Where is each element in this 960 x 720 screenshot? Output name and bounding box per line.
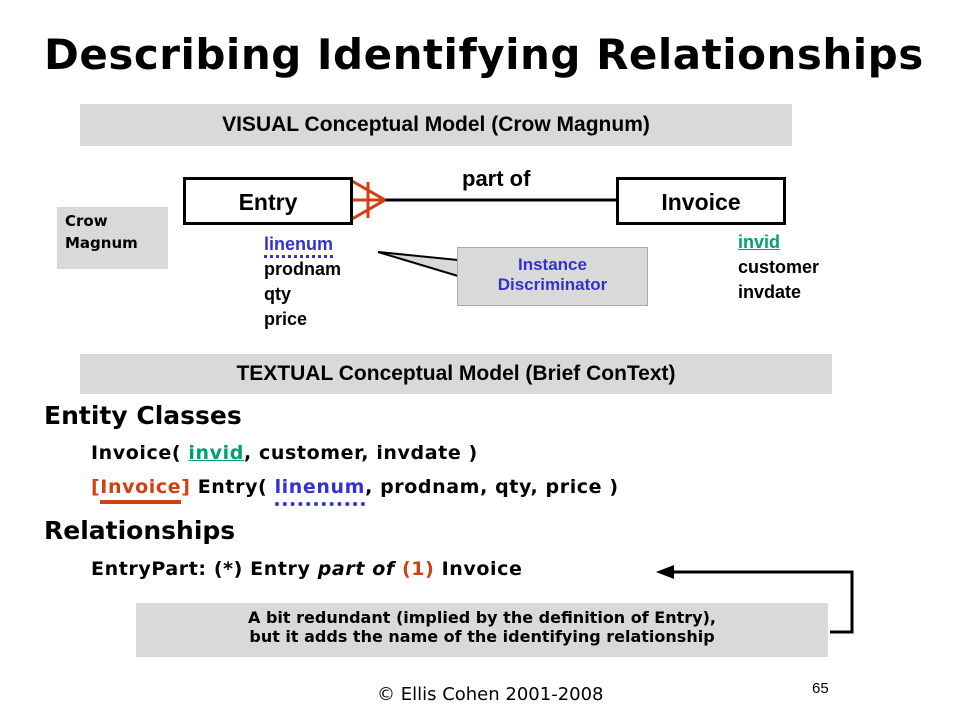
invoice-definition: Invoice( invid, customer, invdate ) <box>91 442 478 464</box>
entry-def-rest: , prodnam, qty, price ) <box>365 476 619 498</box>
entity-entry: Entry <box>183 177 353 225</box>
crow-label-line1: Crow <box>65 212 108 230</box>
entry-def-bracket-close: ] <box>181 476 191 498</box>
attr-qty: qty <box>264 284 291 304</box>
callout-line2: Discriminator <box>497 275 608 294</box>
relationships-heading: Relationships <box>44 516 236 545</box>
invoice-def-key: invid <box>188 442 244 464</box>
attr-customer: customer <box>738 257 820 277</box>
entity-invoice: Invoice <box>616 177 786 225</box>
note-line1: A bit redundant (implied by the definiti… <box>248 608 716 627</box>
crow-magnum-label: Crow Magnum <box>57 207 168 269</box>
textual-model-header: TEXTUAL Conceptual Model (Brief ConText) <box>80 354 832 394</box>
rel-def-target: Invoice <box>441 558 523 580</box>
note-arrow <box>670 570 854 634</box>
entry-def-prefix: Entry( <box>190 476 275 498</box>
attr-linenum: linenum <box>264 234 334 258</box>
rel-def-part-of: part of <box>317 558 395 580</box>
invoice-def-prefix: Invoice( <box>91 442 189 464</box>
attr-invid: invid <box>738 232 781 252</box>
arrowhead-icon <box>656 565 674 579</box>
copyright-footer: © Ellis Cohen 2001-2008 <box>377 684 604 705</box>
page-number: 65 <box>812 680 829 697</box>
callout-pointer <box>377 251 459 278</box>
rel-def-prefix: EntryPart: (*) Entry <box>91 558 318 580</box>
instance-discriminator-callout: Instance Discriminator <box>457 247 648 306</box>
rel-def-cardinality: (1) <box>394 558 442 580</box>
entity-classes-heading: Entity Classes <box>44 401 242 430</box>
attr-price: price <box>264 309 308 329</box>
note-line2: but it adds the name of the identifying … <box>249 627 715 646</box>
entry-attributes: linenum prodnam qty price <box>264 232 341 332</box>
crows-foot-icon <box>351 179 386 221</box>
attr-prodnam: prodnam <box>264 259 342 279</box>
page-title: Describing Identifying Relationships <box>44 30 924 79</box>
entry-def-key: linenum <box>274 476 366 506</box>
crow-label-line2: Magnum <box>65 234 138 252</box>
entry-def-bracket-open: [ <box>91 476 101 498</box>
invoice-def-rest: , customer, invdate ) <box>243 442 478 464</box>
redundancy-note: A bit redundant (implied by the definiti… <box>136 603 828 657</box>
invoice-attributes: invid customer invdate <box>738 230 819 305</box>
attr-invdate: invdate <box>738 282 802 302</box>
relationship-label: part of <box>462 166 531 191</box>
entry-def-owner: Invoice <box>100 476 182 504</box>
visual-model-header: VISUAL Conceptual Model (Crow Magnum) <box>80 104 792 146</box>
relationship-definition: EntryPart: (*) Entry part of (1) Invoice <box>91 558 522 580</box>
entry-definition: [Invoice] Entry( linenum, prodnam, qty, … <box>91 476 619 506</box>
callout-line1: Instance <box>518 255 587 274</box>
